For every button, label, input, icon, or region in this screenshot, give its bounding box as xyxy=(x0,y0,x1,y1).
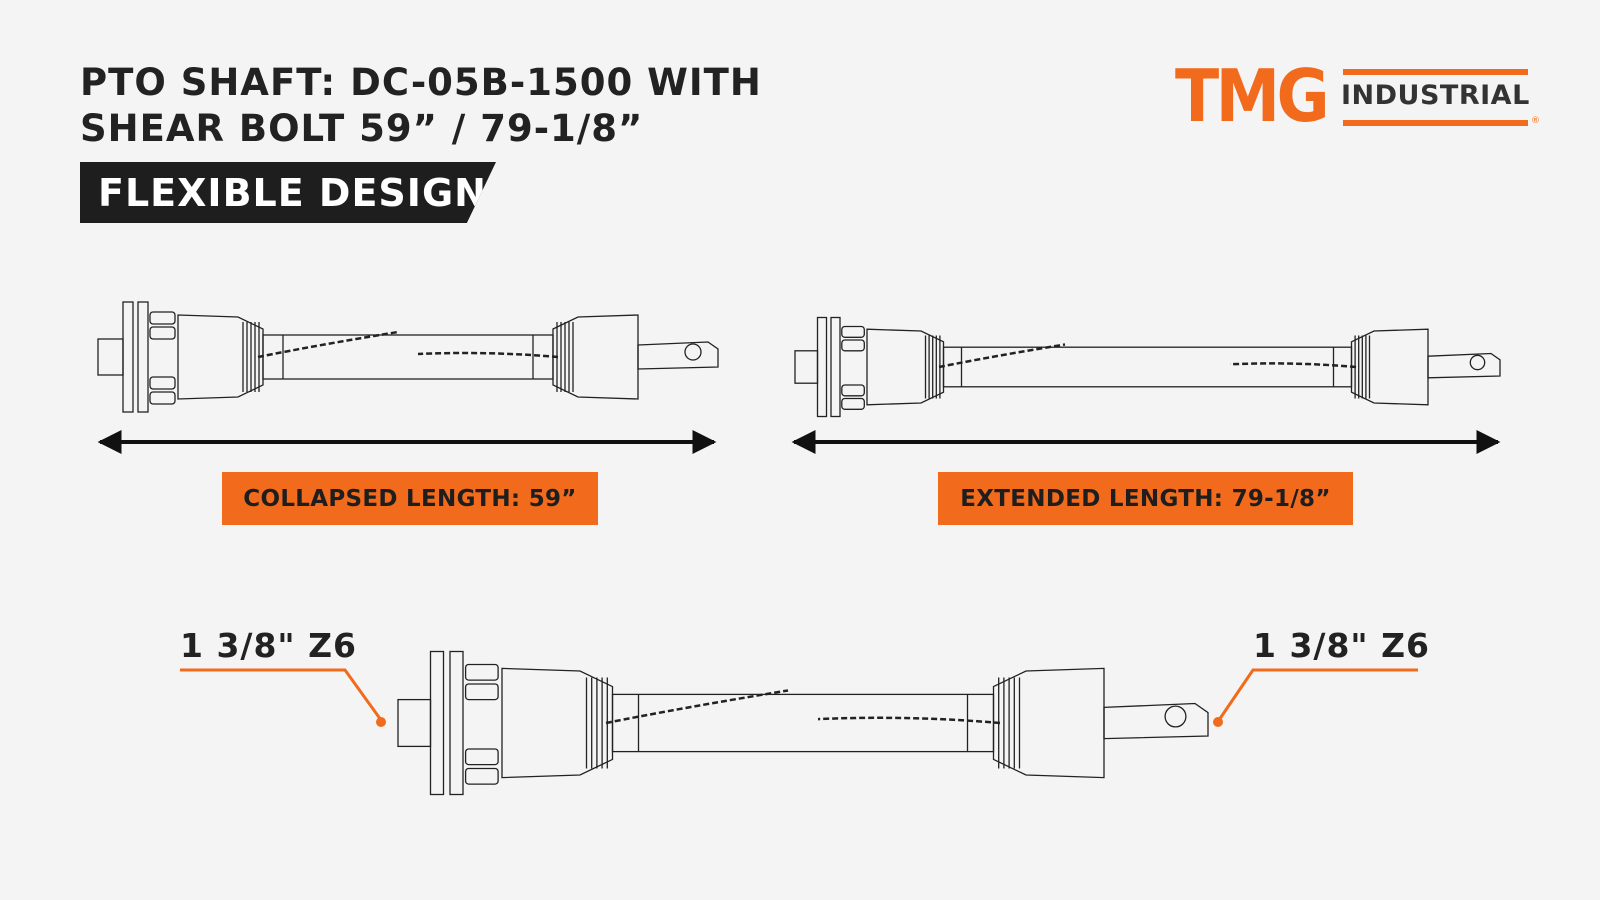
shear-spring xyxy=(149,376,176,390)
shear-spring xyxy=(841,384,865,397)
logo-bar-bottom xyxy=(1343,120,1528,126)
page-title: PTO SHAFT: DC-05B-1500 WITH SHEAR BOLT 5… xyxy=(80,60,762,152)
collapsed-shaft-drawing xyxy=(97,301,719,413)
banner-text: FLEXIBLE DESIGN xyxy=(98,171,487,215)
shear-spring xyxy=(149,311,176,325)
logo-industrial: INDUSTRIAL xyxy=(1341,80,1530,111)
flange-plate xyxy=(449,650,464,796)
guard-cone-right xyxy=(1350,328,1429,406)
shear-spring xyxy=(464,683,499,701)
quick-release-pin xyxy=(684,343,702,361)
quick-release-pin xyxy=(1164,705,1187,728)
left-spline-leader xyxy=(180,668,383,721)
feature-banner: FLEXIBLE DESIGN xyxy=(80,162,496,223)
guard-tube xyxy=(262,334,554,380)
shear-spring xyxy=(464,767,499,785)
shear-spring xyxy=(841,397,865,410)
guard-tube xyxy=(942,346,1353,388)
title-line-1: PTO SHAFT: DC-05B-1500 WITH xyxy=(80,61,762,104)
extended-shaft-drawing xyxy=(794,316,1501,418)
right-spline-leader xyxy=(1217,668,1418,721)
shear-spring xyxy=(149,326,176,340)
right-spline-dot xyxy=(1213,717,1223,727)
collapsed-length-label: COLLAPSED LENGTH: 59” xyxy=(222,472,598,525)
shear-spring xyxy=(149,391,176,405)
shear-spring xyxy=(841,339,865,352)
yoke-hub xyxy=(397,698,432,748)
brand-logo: TMG INDUSTRIAL ® xyxy=(1175,56,1540,140)
shear-spring xyxy=(464,663,499,681)
shear-spring xyxy=(841,325,865,338)
left-spline-dot xyxy=(376,717,386,727)
yoke-right xyxy=(637,341,719,370)
safety-chain-right xyxy=(1229,362,1357,369)
guard-cone-left xyxy=(177,314,264,400)
yoke-right xyxy=(1103,702,1209,740)
yoke-hub xyxy=(794,350,819,384)
left-spline-spec: 1 3/8" Z6 xyxy=(180,626,357,665)
detail-shaft-drawing xyxy=(397,650,1209,796)
logo-tmg: TMG xyxy=(1175,54,1330,138)
flange-plate xyxy=(816,316,828,418)
flange-plate xyxy=(429,650,445,796)
safety-chain-left xyxy=(257,330,399,359)
flange-plate xyxy=(830,316,841,418)
guard-cone-right xyxy=(992,667,1105,779)
yoke-right xyxy=(1427,352,1501,379)
guard-cone-left xyxy=(866,328,945,406)
flange-plate xyxy=(122,301,134,413)
yoke-hub xyxy=(97,338,124,376)
safety-chain-left xyxy=(605,689,789,725)
title-line-2: SHEAR BOLT 59” / 79-1/8” xyxy=(80,107,644,150)
safety-chain-right xyxy=(817,716,1001,725)
quick-release-pin xyxy=(1469,354,1486,371)
right-spline-spec: 1 3/8" Z6 xyxy=(1253,626,1430,665)
safety-chain-right xyxy=(417,351,559,359)
guard-cone-right xyxy=(552,314,639,400)
safety-chain-left xyxy=(938,343,1066,369)
shear-spring xyxy=(464,748,499,766)
extended-length-label: EXTENDED LENGTH: 79-1/8” xyxy=(938,472,1353,525)
flange-plate xyxy=(137,301,149,413)
guard-tube xyxy=(611,693,995,753)
logo-registered: ® xyxy=(1531,116,1540,126)
logo-bar-top xyxy=(1343,69,1528,75)
guard-cone-left xyxy=(501,667,614,779)
